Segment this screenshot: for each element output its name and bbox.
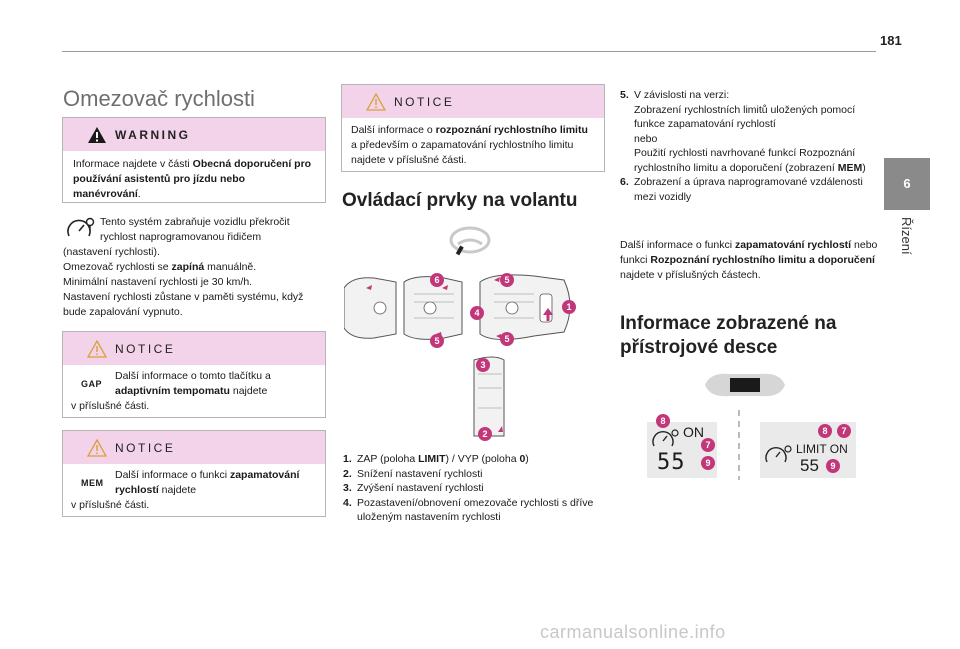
watermark: carmanualsonline.info <box>540 622 726 642</box>
notice-label: NOTICE <box>394 94 455 109</box>
notice-icon <box>87 339 107 358</box>
speed-value: 55 <box>657 450 686 475</box>
callout-9: 9 <box>701 456 715 470</box>
list-item: 6.Zobrazení a úprava naprogramované vzdá… <box>620 176 863 203</box>
on-label: ON <box>683 424 704 440</box>
display-title: Informace zobrazené na přístrojové desce <box>620 313 837 358</box>
callout-7: 7 <box>701 438 715 452</box>
gap-mark: GAP <box>81 379 103 389</box>
callout-1: 1 <box>562 300 576 314</box>
notice-mem-box: NOTICE MEM Další informace o funkci zapa… <box>62 430 326 517</box>
warning-text: Informace najdete v části Obecná doporuč… <box>73 158 312 200</box>
notice-gap-box: NOTICE GAP Další informace o tomto tlačí… <box>62 331 326 418</box>
notice-label: NOTICE <box>115 440 176 455</box>
notice-icon <box>366 92 386 111</box>
steering-controls-illustration <box>344 274 571 437</box>
chapter-title: Řízení <box>899 217 914 255</box>
more-info-text: Další informace o funkci zapamatování ry… <box>620 239 878 281</box>
notice-label: NOTICE <box>115 341 176 356</box>
callout-6: 6 <box>430 273 444 287</box>
callout-7: 7 <box>837 424 851 438</box>
warning-header: WARNING <box>63 118 325 151</box>
list-item: 5.V závislosti na verzi:Zobrazení rychlo… <box>620 89 866 174</box>
callout-5: 5 <box>500 273 514 287</box>
list-item: 4.Pozastavení/obnovení omezovače rychlos… <box>343 496 594 524</box>
callout-5c: 5 <box>430 334 444 348</box>
instrument-panel-icon <box>705 373 785 397</box>
callout-8: 8 <box>656 414 670 428</box>
controls-list-cont: 5.V závislosti na verzi:Zobrazení rychlo… <box>620 88 876 204</box>
callout-4: 4 <box>470 306 484 320</box>
list-item: 3.Zvýšení nastavení rychlosti <box>343 482 484 494</box>
controls-list: 1.ZAP (poloha LIMIT) / VYP (poloha 0) 2.… <box>343 452 601 525</box>
header-rule <box>62 51 876 52</box>
speed-value: 55 <box>800 456 819 475</box>
mem-mark: MEM <box>81 478 104 488</box>
list-item: 1.ZAP (poloha LIMIT) / VYP (poloha 0) <box>343 453 529 465</box>
callout-3: 3 <box>476 358 490 372</box>
callout-9: 9 <box>826 459 840 473</box>
callout-2: 2 <box>478 427 492 441</box>
steering-wheel-icon <box>449 226 491 256</box>
speed-limiter-icon <box>765 445 792 463</box>
list-item: 2.Snížení nastavení rychlosti <box>343 467 483 480</box>
body-text: (nastavení rychlosti). Omezovač rychlost… <box>63 246 304 318</box>
notice-icon <box>87 438 107 457</box>
intro-text: Tento systém zabraňuje vozidlu překročit… <box>100 216 290 243</box>
chapter-tab[interactable]: 6 <box>884 158 930 210</box>
notice-srl-box: NOTICE Další informace o rozpoznání rych… <box>341 84 605 172</box>
warning-label: WARNING <box>115 127 191 142</box>
callout-8: 8 <box>818 424 832 438</box>
warning-box: WARNING Informace najdete v části Obecná… <box>62 117 326 203</box>
controls-title: Ovládací prvky na volantu <box>342 190 578 211</box>
speed-limiter-icon <box>67 217 95 237</box>
callout-5b: 5 <box>500 332 514 346</box>
warning-icon <box>88 126 106 143</box>
section-title: Omezovač rychlosti <box>63 86 255 111</box>
page-number: 181 <box>880 33 902 48</box>
limit-on-label: LIMIT ON <box>796 442 848 456</box>
divider <box>738 410 740 480</box>
speed-limiter-icon <box>652 429 679 447</box>
